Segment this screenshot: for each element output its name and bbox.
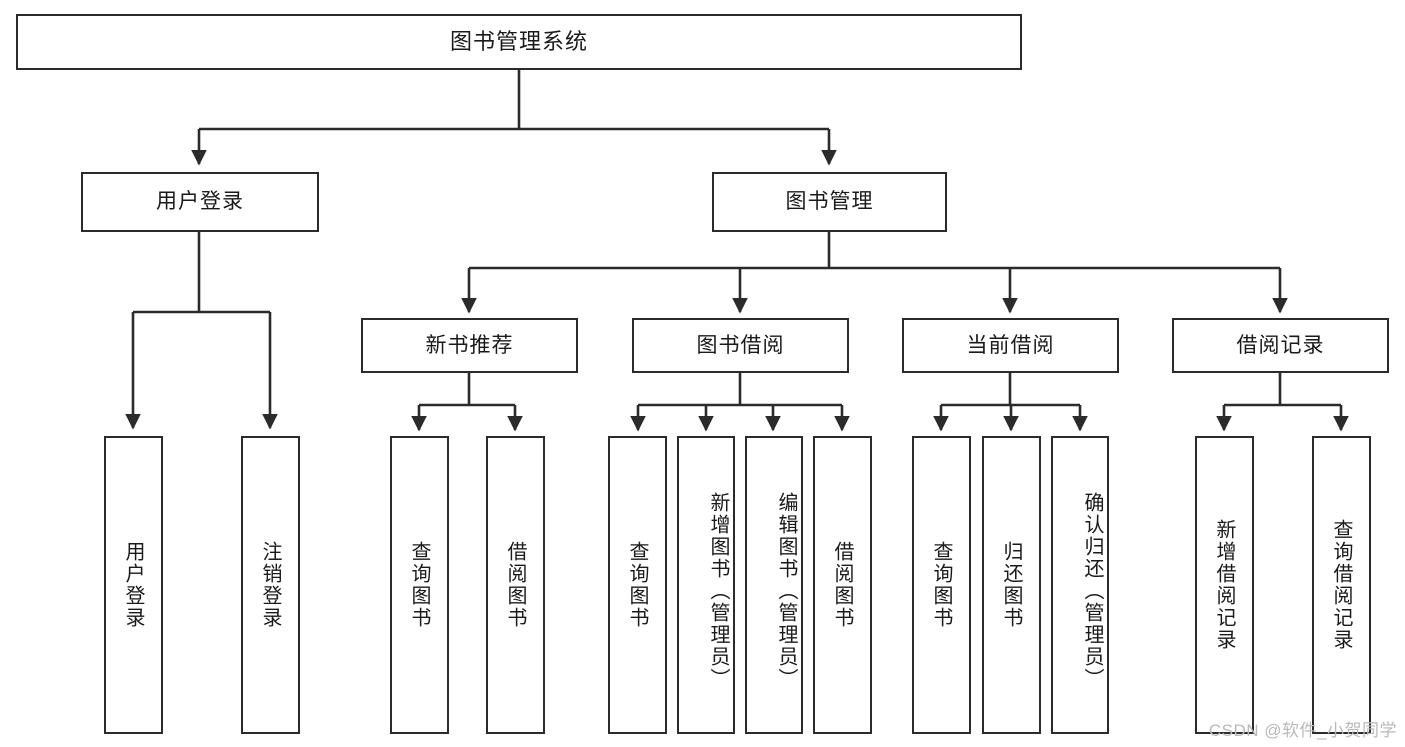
- node-label: 归还图书: [1000, 541, 1022, 629]
- node-label: 用户登录: [122, 541, 144, 629]
- leaf-current-borrow-confirm-return-admin[interactable]: 确认归还（管理员）: [1051, 436, 1109, 734]
- node-borrow-record[interactable]: 借阅记录: [1172, 318, 1389, 373]
- node-book-borrow[interactable]: 图书借阅: [632, 318, 849, 373]
- node-label: 新增借阅记录: [1213, 519, 1235, 651]
- leaf-current-borrow-query-book[interactable]: 查询图书: [912, 436, 971, 734]
- leaf-borrow-record-query-record[interactable]: 查询借阅记录: [1312, 436, 1371, 734]
- node-label: 查询图书: [930, 541, 952, 629]
- leaf-book-borrow-borrow-book[interactable]: 借阅图书: [813, 436, 872, 734]
- node-label: 新增图书（管理员）: [707, 492, 729, 690]
- node-label: 编辑图书（管理员）: [775, 492, 797, 690]
- node-label: 查询图书: [408, 541, 430, 629]
- node-label: 新书推荐: [425, 333, 514, 357]
- leaf-book-borrow-query-book[interactable]: 查询图书: [608, 436, 667, 734]
- node-new-book-recommend[interactable]: 新书推荐: [361, 318, 578, 373]
- leaf-user-login-logout[interactable]: 注销登录: [241, 436, 300, 734]
- node-user-login[interactable]: 用户登录: [81, 172, 319, 232]
- leaf-new-book-borrow-book[interactable]: 借阅图书: [486, 436, 545, 734]
- node-label: 图书管理系统: [449, 28, 588, 54]
- node-current-borrow[interactable]: 当前借阅: [902, 318, 1119, 373]
- node-label: 图书借阅: [696, 333, 785, 357]
- node-label: 查询图书: [626, 541, 648, 629]
- leaf-book-borrow-edit-book-admin[interactable]: 编辑图书（管理员）: [745, 436, 803, 734]
- leaf-current-borrow-return-book[interactable]: 归还图书: [982, 436, 1041, 734]
- node-root-book-management-system[interactable]: 图书管理系统: [16, 14, 1022, 70]
- node-label: 借阅记录: [1236, 333, 1325, 357]
- leaf-user-login-login[interactable]: 用户登录: [104, 436, 163, 734]
- node-label: 注销登录: [259, 541, 281, 629]
- node-label: 确认归还（管理员）: [1081, 492, 1103, 690]
- node-label: 图书管理: [785, 190, 874, 214]
- node-label: 当前借阅: [966, 333, 1055, 357]
- leaf-new-book-query-book[interactable]: 查询图书: [390, 436, 449, 734]
- node-label: 借阅图书: [831, 541, 853, 629]
- node-label: 用户登录: [156, 190, 244, 214]
- node-label: 查询借阅记录: [1330, 519, 1352, 651]
- csdn-watermark: CSDN @软件_小贺同学: [1208, 721, 1397, 740]
- node-label: 借阅图书: [504, 541, 526, 629]
- leaf-book-borrow-add-book-admin[interactable]: 新增图书（管理员）: [677, 436, 735, 734]
- node-book-management[interactable]: 图书管理: [712, 172, 947, 232]
- leaf-borrow-record-add-record[interactable]: 新增借阅记录: [1195, 436, 1254, 734]
